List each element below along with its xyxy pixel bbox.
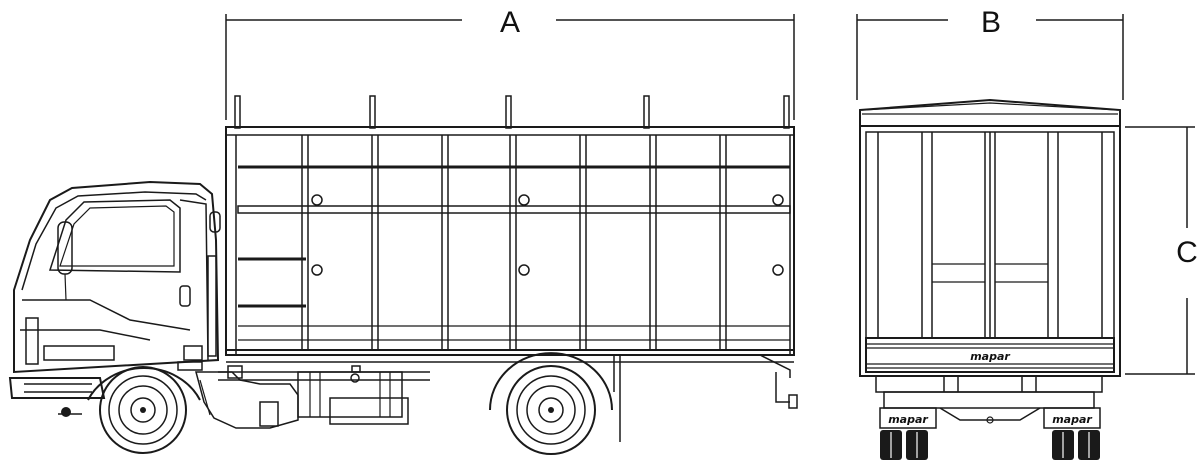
cab (8, 180, 221, 417)
rack-posts (234, 95, 790, 129)
front-wheel (87, 366, 201, 454)
rear-panel: mapar (865, 337, 1115, 373)
rear-tires (880, 430, 1100, 460)
latch-circles (311, 194, 784, 276)
body-slats (301, 135, 727, 350)
dimension-c: C (1125, 126, 1198, 375)
rear-doors (921, 132, 1059, 338)
cargo-body (225, 126, 795, 356)
mud-flaps: mapar mapar (879, 407, 1101, 429)
dimension-a-label: A (500, 6, 520, 39)
rear-panel-logo: mapar (970, 350, 1010, 363)
truck-side-view (8, 95, 798, 455)
rear-wheel (489, 352, 613, 455)
rear-chassis (875, 375, 1103, 424)
fuel-tank (297, 365, 409, 425)
dimension-a: A (225, 6, 795, 120)
left-mudflap-logo: mapar (888, 413, 928, 426)
dimension-b: B (856, 6, 1124, 100)
dimension-c-label: C (1176, 236, 1198, 269)
chassis (218, 354, 798, 442)
dimension-b-label: B (981, 6, 1001, 39)
right-mudflap-logo: mapar (1052, 413, 1092, 426)
driveline (195, 365, 299, 429)
truck-rear-view: mapar mapar mapar (859, 98, 1121, 460)
